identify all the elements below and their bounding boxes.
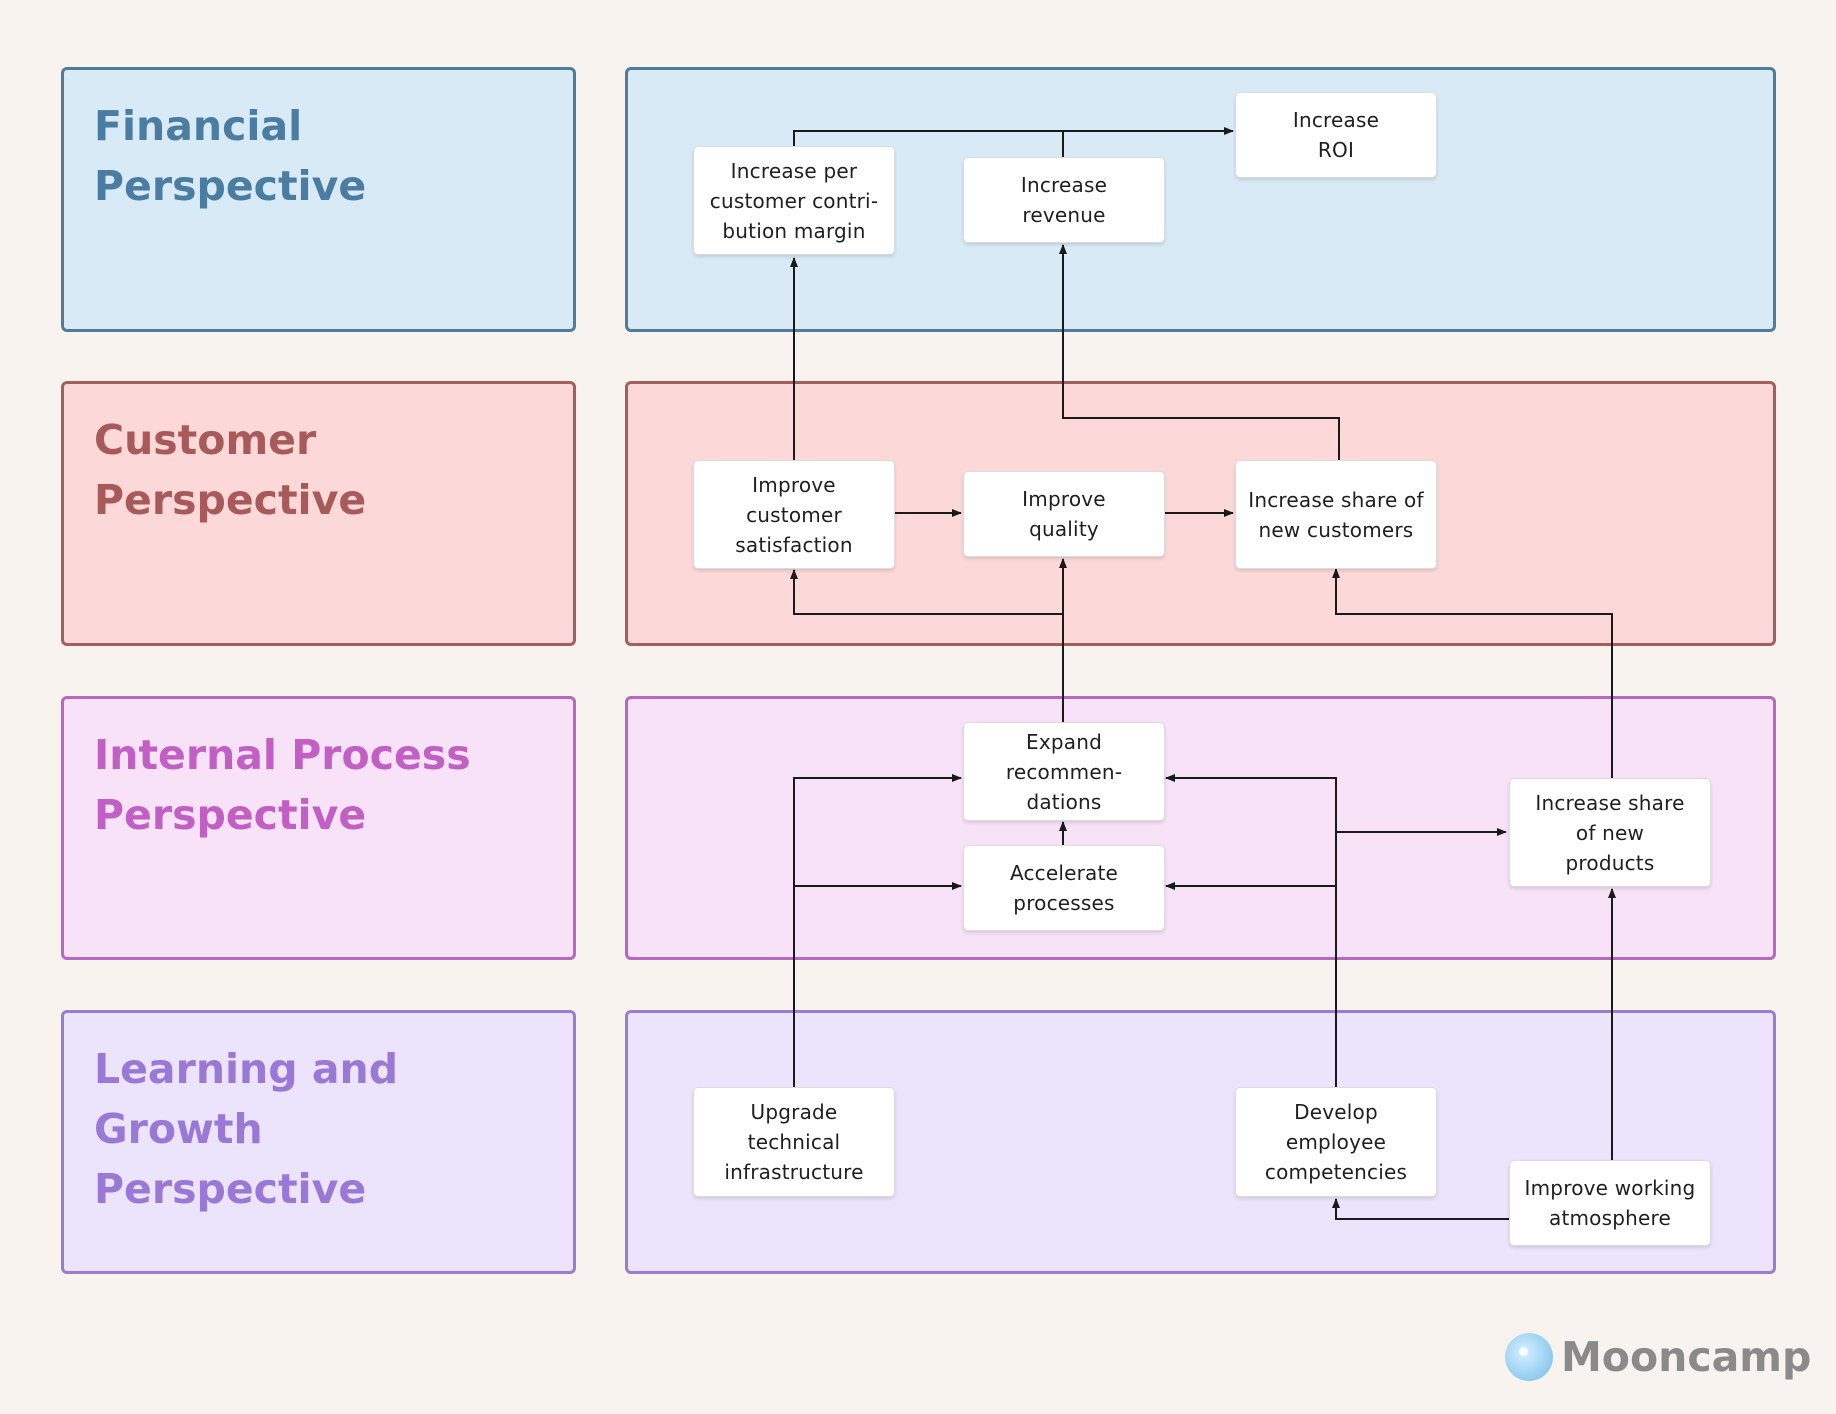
node-develop-employee-competencies: Develop employee competencies [1235, 1087, 1437, 1197]
moon-icon [1505, 1333, 1553, 1381]
node-increase-share-new-products: Increase share of new products [1509, 778, 1711, 887]
node-improve-customer-satisfaction: Improve customer satisfaction [693, 460, 895, 569]
node-increase-per-customer-margin: Increase per customer contri- bution mar… [693, 146, 895, 255]
logo-wordmark: Mooncamp [1561, 1333, 1812, 1381]
node-upgrade-technical-infrastructure: Upgrade technical infrastructure [693, 1087, 895, 1197]
node-expand-recommendations: Expand recommen- dations [963, 722, 1165, 821]
internal-label-panel: Internal Process Perspective [61, 696, 576, 960]
edge-new-customers-to-revenue [1059, 244, 1340, 460]
node-increase-roi: Increase ROI [1235, 92, 1437, 178]
edge-infrastructure-to-recommendations [793, 774, 962, 1087]
node-improve-working-atmosphere: Improve working atmosphere [1509, 1160, 1711, 1246]
customer-label-panel: Customer Perspective [61, 381, 576, 646]
financial-perspective-title: Financial Perspective [94, 102, 367, 210]
financial-label-panel: Financial Perspective [61, 67, 576, 332]
internal-perspective-title: Internal Process Perspective [94, 731, 471, 839]
edge-margin-to-roi [793, 127, 1234, 146]
mooncamp-logo: Mooncamp [1505, 1333, 1811, 1381]
node-accelerate-processes: Accelerate processes [963, 845, 1165, 931]
learning-label-panel: Learning and Growth Perspective [61, 1010, 576, 1274]
learning-perspective-title: Learning and Growth Perspective [94, 1045, 399, 1213]
customer-perspective-title: Customer Perspective [94, 416, 367, 524]
edge-recommendations-to-satisfaction [790, 569, 1063, 615]
node-improve-quality: Improve quality [963, 471, 1165, 557]
edge-new-products-to-new-customers [1332, 568, 1613, 778]
edge-atmosphere-to-competencies [1332, 1198, 1509, 1220]
edge-competencies-to-recommendations [1165, 774, 1337, 1087]
node-increase-revenue: Increase revenue [963, 157, 1165, 243]
node-increase-share-new-customers: Increase share of new customers [1235, 460, 1437, 569]
